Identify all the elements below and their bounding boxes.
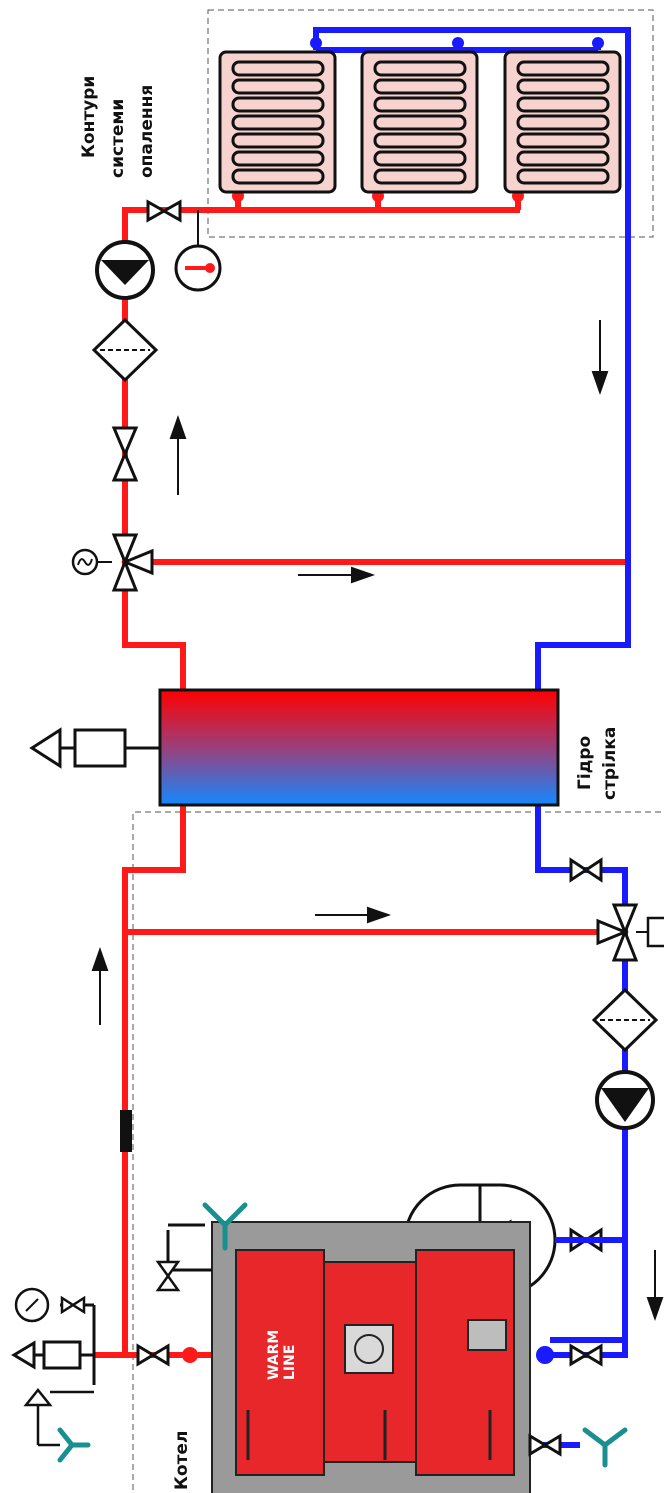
drain-funnel-icon [202,1202,248,1251]
ball-valve-icon [111,426,139,482]
filter-icon [91,317,159,383]
radiator-icon [218,50,337,194]
radiator-icon [360,50,479,194]
safety-valve-icon [155,1260,181,1292]
drain-funnel-icon [582,1427,628,1468]
ball-valve-icon [60,1295,86,1315]
pump-icon [95,240,155,300]
thermometer-icon [174,244,222,292]
boiler [211,1221,531,1493]
hydro-arrow-label: стрілка [600,726,620,800]
hydraulic-separator [158,688,560,807]
filter-icon [591,987,659,1053]
boiler-brand: LINE [282,1345,298,1380]
pump-icon [595,1070,655,1130]
heating-circuits-label: опалення [137,84,157,178]
ball-valve-icon [528,1433,562,1457]
radiator-icon [503,50,622,194]
heating-circuits-frame [207,9,654,238]
three-way-valve-icon [111,533,154,592]
motor-actuator-icon [71,548,99,576]
air-vent-icon [29,727,127,769]
pressure-gauge-icon [14,1287,50,1323]
boiler-zone-frame [132,811,664,1490]
temperature-sensor [120,1110,132,1152]
heating-circuits-label: системи [108,98,128,178]
boiler-label: Котел [172,1430,192,1490]
ball-valve-icon [569,1343,603,1367]
hydro-arrow-label: Гідро [575,735,595,790]
ball-valve-icon [569,857,603,883]
three-way-valve-icon [596,903,639,962]
air-vent-icon [11,1340,94,1370]
drain-funnel-icon [57,1427,91,1463]
ball-valve-icon [146,199,182,223]
heating-circuits-label: Контури [79,75,99,158]
flow-arrow-icon [91,320,664,1322]
motor-actuator-icon [636,916,664,948]
ball-valve-icon [136,1343,170,1367]
boiler-brand: WARM [266,1330,282,1380]
safety-valve-icon [23,1387,94,1447]
